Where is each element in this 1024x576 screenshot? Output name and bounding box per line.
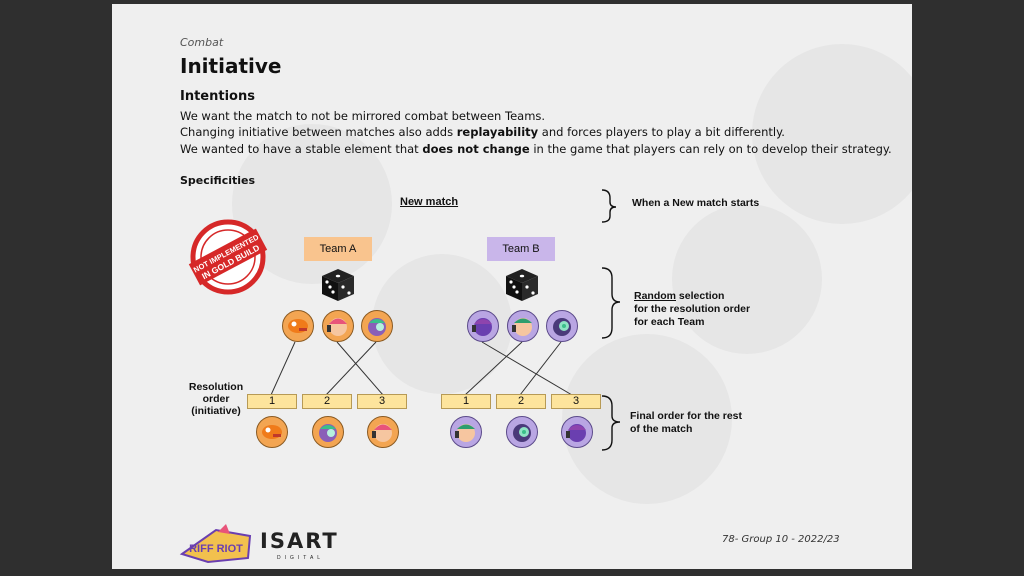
- section-label: Combat: [180, 36, 224, 49]
- watermark-shape: [672, 204, 822, 354]
- green-hair-character-icon: [312, 416, 344, 448]
- connector-line: [519, 341, 562, 396]
- label-line: (initiative): [191, 405, 241, 417]
- page-title: Initiative: [180, 54, 282, 78]
- green-hair-character-icon: [361, 310, 393, 342]
- orange-character-icon: [282, 310, 314, 342]
- connector-line: [481, 341, 573, 396]
- order-box-a-2: 2: [302, 394, 352, 409]
- dice-icon: [322, 269, 354, 301]
- note-new-match: When a New match starts: [632, 197, 760, 209]
- brace-random: [601, 267, 621, 339]
- order-box-b-1: 1: [441, 394, 491, 409]
- intention-line-2: Changing initiative between matches also…: [180, 125, 785, 139]
- text-span: Final order for the rest: [630, 410, 743, 422]
- specificities-heading: Specificities: [180, 174, 256, 187]
- green-hair-character-icon: [450, 416, 482, 448]
- not-implemented-stamp: NOT IMPLEMENTED IN GOLD BUILD: [188, 219, 268, 295]
- isart-logo: ISART: [260, 529, 339, 553]
- brace-new-match: [601, 189, 617, 223]
- logo-text: RIFF RIOT: [189, 543, 243, 555]
- intention-line-3: We wanted to have a stable element that …: [180, 142, 892, 156]
- swirl-character-icon: [546, 310, 578, 342]
- text-span: We wanted to have a stable element that: [180, 142, 423, 156]
- order-box-b-3: 3: [551, 394, 601, 409]
- pink-hair-character-icon: [322, 310, 354, 342]
- note-random: Random selection for the resolution orde…: [634, 290, 750, 329]
- watermark-shape: [752, 44, 912, 224]
- connector-line: [325, 341, 377, 396]
- purple-hair-character-icon: [467, 310, 499, 342]
- isart-logo-sub: DIGITAL: [277, 555, 325, 561]
- order-box-a-3: 3: [357, 394, 407, 409]
- label-line: order: [202, 393, 230, 405]
- pink-hair-character-icon: [367, 416, 399, 448]
- intention-line-1: We want the match to not be mirrored com…: [180, 109, 546, 123]
- text-span: selection: [676, 290, 725, 302]
- brace-final: [601, 395, 621, 451]
- text-span: of the match: [630, 423, 693, 435]
- bold-text: replayability: [456, 125, 539, 139]
- bold-text: does not change: [422, 142, 530, 156]
- resolution-order-label: Resolution order (initiative): [180, 381, 252, 417]
- connector-line: [270, 341, 296, 396]
- note-final: Final order for the rest of the match: [630, 410, 742, 436]
- slide: Combat Initiative Intentions We want the…: [112, 4, 912, 569]
- orange-character-icon: [256, 416, 288, 448]
- text-span: for each Team: [634, 316, 705, 328]
- green-hair-character-icon: [507, 310, 539, 342]
- text-span: Changing initiative between matches also…: [180, 125, 457, 139]
- text-span: in the game that players can rely on to …: [529, 142, 892, 156]
- new-match-label: New match: [400, 196, 459, 208]
- connector-line: [464, 341, 523, 396]
- random-word: Random: [634, 290, 676, 302]
- team-b-box: Team B: [487, 237, 555, 261]
- diagram-lines: [270, 189, 621, 451]
- connector-line: [336, 341, 384, 396]
- swirl-character-icon: [506, 416, 538, 448]
- riff-riot-logo: RIFF RIOT: [179, 524, 252, 564]
- text-span: and forces players to play a bit differe…: [538, 125, 785, 139]
- page-number: 78- Group 10 - 2022/23: [722, 534, 840, 545]
- order-box-a-1: 1: [247, 394, 297, 409]
- text-span: for the resolution order: [634, 303, 751, 315]
- team-a-box: Team A: [304, 237, 372, 261]
- order-box-b-2: 2: [496, 394, 546, 409]
- purple-hair-character-icon: [561, 416, 593, 448]
- dice-icon: [506, 269, 538, 301]
- intentions-heading: Intentions: [180, 89, 255, 104]
- label-line: Resolution: [188, 381, 244, 393]
- watermark-shape: [562, 334, 732, 504]
